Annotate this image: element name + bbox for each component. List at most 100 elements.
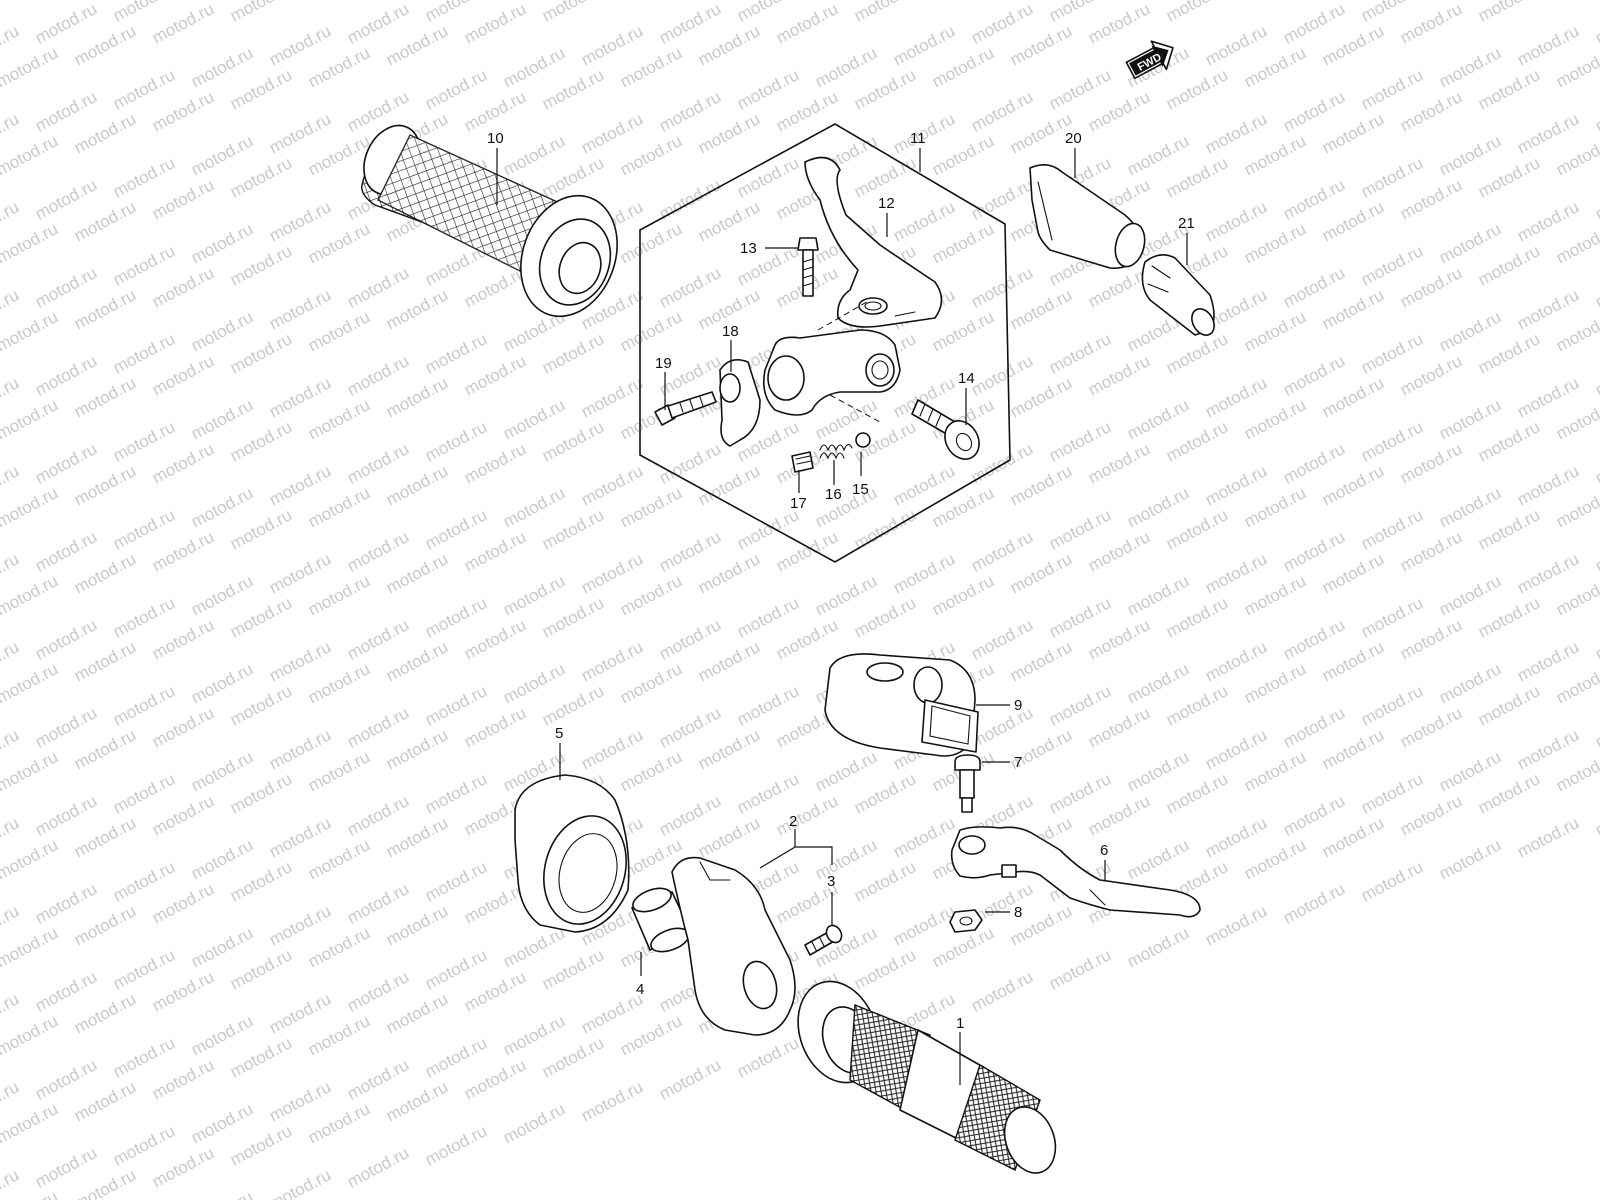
- watermark-text: motod.ru: [1475, 505, 1543, 553]
- watermark-text: motod.ru: [1163, 593, 1231, 641]
- watermark-text: motod.ru: [812, 571, 880, 619]
- watermark-text: motod.ru: [0, 1165, 22, 1200]
- watermark-text: motod.ru: [383, 373, 451, 421]
- watermark-text: motod.ru: [968, 175, 1036, 223]
- watermark-text: motod.ru: [1358, 417, 1426, 465]
- watermark-text: motod.ru: [422, 857, 490, 905]
- watermark-text: motod.ru: [71, 1165, 139, 1200]
- watermark-text: motod.ru: [1202, 109, 1270, 157]
- part-7-bolt: [954, 754, 981, 813]
- callout-13: 13: [740, 240, 757, 257]
- watermark-text: motod.ru: [1124, 483, 1192, 531]
- watermark-text: motod.ru: [1592, 527, 1600, 575]
- watermark-text: motod.ru: [149, 263, 217, 311]
- watermark-text: motod.ru: [500, 131, 568, 179]
- watermark-text: motod.ru: [1358, 593, 1426, 641]
- watermark-text: motod.ru: [266, 21, 334, 69]
- watermark-text: motod.ru: [1475, 329, 1543, 377]
- watermark-text: motod.ru: [1241, 0, 1309, 4]
- watermark-text: motod.ru: [1319, 813, 1387, 861]
- callout-8: 8: [1014, 904, 1022, 921]
- watermark-text: motod.ru: [929, 307, 997, 355]
- watermark-text: motod.ru: [539, 417, 607, 465]
- watermark-text: motod.ru: [71, 813, 139, 861]
- watermark-text: motod.ru: [617, 571, 685, 619]
- watermark-text: motod.ru: [1046, 769, 1114, 817]
- watermark-text: motod.ru: [1046, 945, 1114, 993]
- watermark-text: motod.ru: [461, 0, 529, 48]
- callout-19: 19: [655, 355, 672, 372]
- watermark-text: motod.ru: [539, 1033, 607, 1081]
- watermark-text: motod.ru: [539, 65, 607, 113]
- watermark-text: motod.ru: [1436, 659, 1504, 707]
- watermark-text: motod.ru: [422, 769, 490, 817]
- watermark-text: motod.ru: [656, 439, 724, 487]
- watermark-text: motod.ru: [929, 219, 997, 267]
- watermark-text: motod.ru: [422, 945, 490, 993]
- watermark-text: motod.ru: [1397, 175, 1465, 223]
- watermark-text: motod.ru: [1085, 439, 1153, 487]
- watermark-text: motod.ru: [500, 571, 568, 619]
- watermark-text: motod.ru: [0, 659, 61, 707]
- watermark-text: motod.ru: [1475, 241, 1543, 289]
- watermark-text: motod.ru: [617, 0, 685, 4]
- callout-7: 7: [1014, 754, 1022, 771]
- callout-numbers: 1 2 3 4 5 6 7 8 9 10 11 12 13 14 15 16 1…: [487, 130, 1195, 1032]
- watermark-text: motod.ru: [227, 681, 295, 729]
- watermark-text: motod.ru: [1163, 769, 1231, 817]
- watermark-text: motod.ru: [1007, 373, 1075, 421]
- watermark-text: motod.ru: [1085, 791, 1153, 839]
- watermark-text: motod.ru: [71, 989, 139, 1037]
- watermark-text: motod.ru: [383, 549, 451, 597]
- watermark-text: motod.ru: [188, 923, 256, 971]
- watermark-text: motod.ru: [422, 593, 490, 641]
- watermark-text: motod.ru: [929, 131, 997, 179]
- watermark-text: motod.ru: [32, 791, 100, 839]
- callout-3: 3: [827, 873, 835, 890]
- watermark-text: motod.ru: [617, 307, 685, 355]
- watermark-text: motod.ru: [1085, 0, 1153, 48]
- watermark-text: motod.ru: [32, 1143, 100, 1191]
- watermark-text: motod.ru: [1280, 263, 1348, 311]
- watermark-text: motod.ru: [188, 571, 256, 619]
- watermark-text: motod.ru: [110, 769, 178, 817]
- watermark-text: motod.ru: [110, 1121, 178, 1169]
- watermark-text: motod.ru: [1085, 351, 1153, 399]
- watermark-text: motod.ru: [539, 681, 607, 729]
- watermark-text: motod.ru: [968, 87, 1036, 135]
- watermark-text: motod.ru: [1007, 285, 1075, 333]
- watermark-text: motod.ru: [539, 153, 607, 201]
- watermark-text: motod.ru: [305, 0, 373, 4]
- watermark-text: motod.ru: [344, 527, 412, 575]
- watermark-text: motod.ru: [1124, 395, 1192, 443]
- watermark-text: motod.ru: [383, 1077, 451, 1125]
- watermark-text: motod.ru: [890, 461, 958, 509]
- watermark-text: motod.ru: [968, 967, 1036, 1015]
- watermark-text: motod.ru: [266, 549, 334, 597]
- watermark-text: motod.ru: [0, 1011, 61, 1059]
- watermark-text: motod.ru: [617, 483, 685, 531]
- watermark-text: motod.ru: [1397, 527, 1465, 575]
- watermark-text: motod.ru: [617, 43, 685, 91]
- watermark-text: motod.ru: [1475, 593, 1543, 641]
- watermark-text: motod.ru: [149, 351, 217, 399]
- watermark-text: motod.ru: [1514, 637, 1582, 685]
- watermark-text: motod.ru: [71, 549, 139, 597]
- watermark-text: motod.ru: [1553, 395, 1600, 443]
- watermark-text: motod.ru: [110, 1033, 178, 1081]
- watermark-text: motod.ru: [734, 593, 802, 641]
- watermark-text: motod.ru: [695, 197, 763, 245]
- watermark-text: motod.ru: [851, 65, 919, 113]
- watermark-text: motod.ru: [149, 615, 217, 663]
- watermark-text: motod.ru: [1319, 197, 1387, 245]
- watermark-text: motod.ru: [1475, 153, 1543, 201]
- watermark-text: motod.ru: [1319, 725, 1387, 773]
- watermark-text: motod.ru: [0, 1187, 61, 1200]
- watermark-text: motod.ru: [1007, 21, 1075, 69]
- watermark-text: motod.ru: [1241, 395, 1309, 443]
- watermark-text: motod.ru: [968, 703, 1036, 751]
- watermark-text: motod.ru: [851, 593, 919, 641]
- callout-18: 18: [722, 323, 739, 340]
- watermark-text: motod.ru: [1163, 153, 1231, 201]
